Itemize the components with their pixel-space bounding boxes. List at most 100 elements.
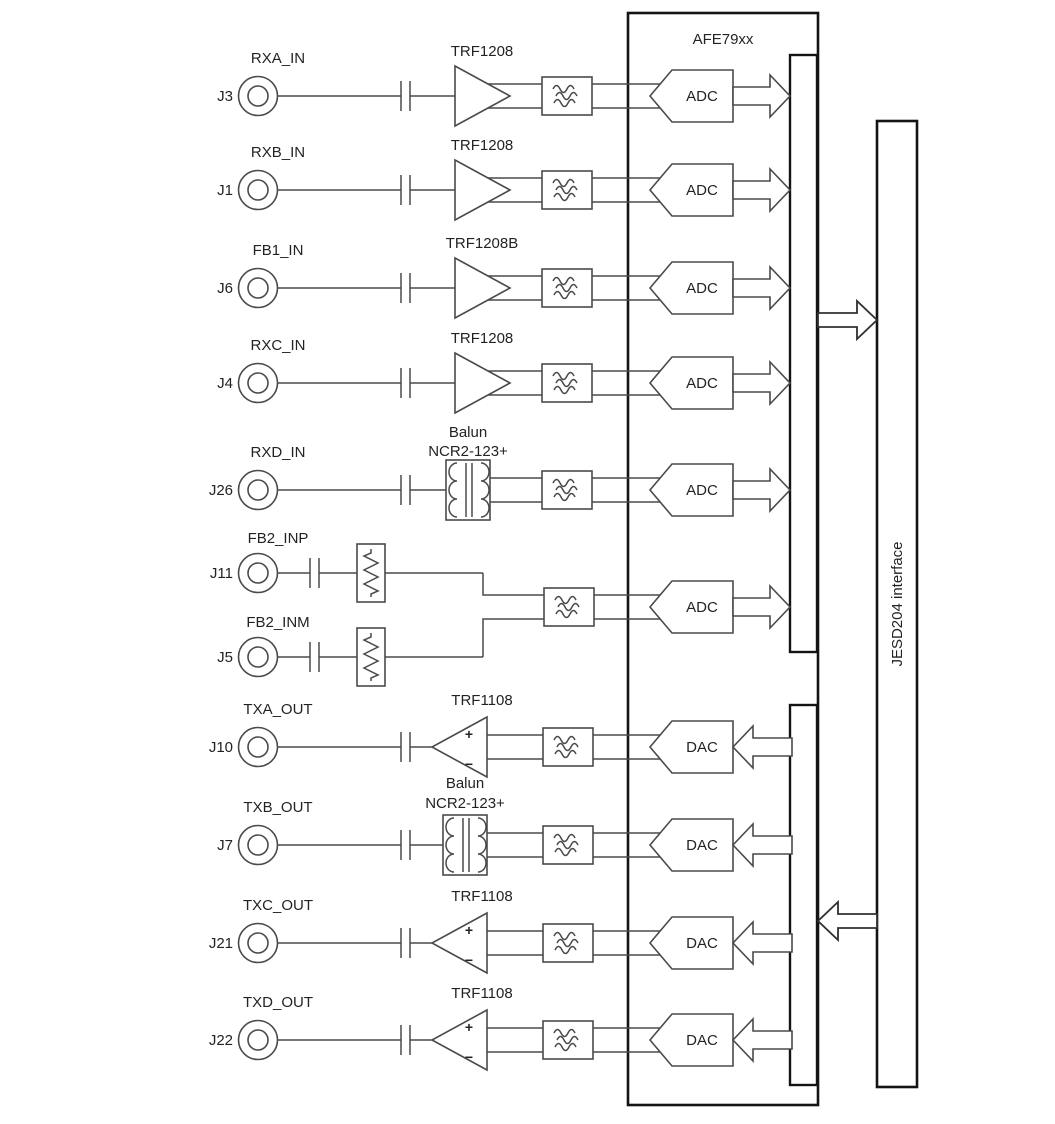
signal-label: FB1_IN (253, 242, 304, 259)
sma-connector (237, 469, 279, 511)
adc-output-arrow (732, 361, 791, 405)
jesd204-block (875, 119, 919, 1089)
balun-transformer (445, 459, 491, 521)
amplifier-triangle (430, 715, 488, 779)
jack-label: J7 (217, 837, 233, 854)
rx-bus-to-jesd-arrow (817, 298, 879, 342)
sma-connector (237, 362, 279, 404)
sma-connector (237, 636, 279, 678)
adc-label: ADC (686, 482, 718, 499)
jack-label: J4 (217, 375, 233, 392)
adc-output-arrow (732, 168, 791, 212)
row-fb2-inp: J11 FB2_INP (210, 530, 483, 603)
adc-label: ADC (686, 182, 718, 199)
signal-label: RXC_IN (250, 337, 305, 354)
dac-data-bus (788, 703, 819, 1087)
sma-connector (237, 75, 279, 117)
dc-block-capacitor (400, 174, 411, 206)
component-label: TRF1208 (451, 43, 514, 60)
component-partnumber-label: NCR2-123+ (425, 795, 505, 812)
sma-connector (237, 922, 279, 964)
filter-block (542, 923, 594, 963)
filter-block (542, 1020, 594, 1060)
sma-connector (237, 169, 279, 211)
dac-input-arrow (732, 1018, 793, 1062)
adc-label: ADC (686, 599, 718, 616)
amplifier-triangle (454, 158, 512, 222)
dc-block-capacitor (309, 641, 320, 673)
adc-data-bus (788, 53, 819, 654)
signal-label: TXA_OUT (243, 701, 312, 718)
component-label: TRF1208 (451, 330, 514, 347)
dc-block-capacitor (309, 557, 320, 589)
jack-label: J1 (217, 182, 233, 199)
row-rxd: J26 RXD_IN Balun NCR2-123+ ADC (209, 424, 791, 521)
afe79xx-chip-outline (626, 11, 820, 1107)
dac-label: DAC (686, 739, 718, 756)
filter-block (541, 470, 593, 510)
dc-block-capacitor (400, 731, 411, 763)
row-rxa: J3 RXA_IN TRF1208 ADC (217, 43, 791, 128)
row-txb: J7 TXB_OUT Balun NCR2-123+ DAC (217, 775, 793, 876)
fb2-adc-chain: ADC (482, 573, 791, 657)
amplifier-triangle (454, 256, 512, 320)
jesd-to-tx-bus-arrow (816, 899, 878, 943)
amp-minus-sign: − (465, 1049, 473, 1065)
amp-minus-sign: − (465, 756, 473, 772)
filter-block (542, 825, 594, 865)
sma-connector (237, 726, 279, 768)
signal-label: RXB_IN (251, 144, 305, 161)
row-rxb: J1 RXB_IN TRF1208 ADC (217, 137, 791, 222)
signal-label: TXC_OUT (243, 897, 313, 914)
dac-label: DAC (686, 837, 718, 854)
chip-title: AFE79xx (693, 31, 754, 48)
signal-label: FB2_INP (248, 530, 309, 547)
jack-label: J22 (209, 1032, 233, 1049)
row-fb1: J6 FB1_IN TRF1208B ADC (217, 235, 791, 320)
amplifier-triangle (430, 911, 488, 975)
adc-label: ADC (686, 88, 718, 105)
sma-connector (237, 267, 279, 309)
adc-output-arrow (732, 585, 791, 629)
adc-output-arrow (732, 74, 791, 118)
amp-plus-sign: + (465, 726, 473, 742)
jack-label: J5 (217, 649, 233, 666)
dc-block-capacitor (400, 927, 411, 959)
component-partnumber-label: NCR2-123+ (428, 443, 508, 460)
row-txa: J10 TXA_OUT TRF1108 + − DAC (209, 692, 793, 779)
signal-label: TXB_OUT (243, 799, 312, 816)
jack-label: J26 (209, 482, 233, 499)
filter-block (541, 76, 593, 116)
dac-label: DAC (686, 935, 718, 952)
row-txd: J22 TXD_OUT TRF1108 + − DAC (209, 985, 793, 1072)
sma-connector (237, 1019, 279, 1061)
signal-label: RXA_IN (251, 50, 305, 67)
amp-minus-sign: − (465, 952, 473, 968)
dac-input-arrow (732, 725, 793, 769)
dac-label: DAC (686, 1032, 718, 1049)
component-label: TRF1208B (446, 235, 519, 252)
adc-output-arrow (732, 468, 791, 512)
row-rxc: J4 RXC_IN TRF1208 ADC (217, 330, 791, 415)
component-label: TRF1108 (451, 692, 512, 709)
signal-label: RXD_IN (250, 444, 305, 461)
filter-block (541, 268, 593, 308)
series-resistor (356, 543, 386, 603)
filter-block (541, 363, 593, 403)
sma-connector (237, 552, 279, 594)
jack-label: J11 (210, 565, 233, 582)
dc-block-capacitor (400, 272, 411, 304)
amp-plus-sign: + (465, 922, 473, 938)
component-label: TRF1208 (451, 137, 514, 154)
adc-output-arrow (732, 266, 791, 310)
component-label: Balun (449, 424, 487, 441)
component-label: Balun (446, 775, 484, 792)
amplifier-triangle (430, 1008, 488, 1072)
signal-label: FB2_INM (246, 614, 309, 631)
amplifier-triangle (454, 64, 512, 128)
row-fb2-inm: J5 FB2_INM (217, 614, 483, 687)
dc-block-capacitor (400, 1024, 411, 1056)
jack-label: J3 (217, 88, 233, 105)
jack-label: J6 (217, 280, 233, 297)
